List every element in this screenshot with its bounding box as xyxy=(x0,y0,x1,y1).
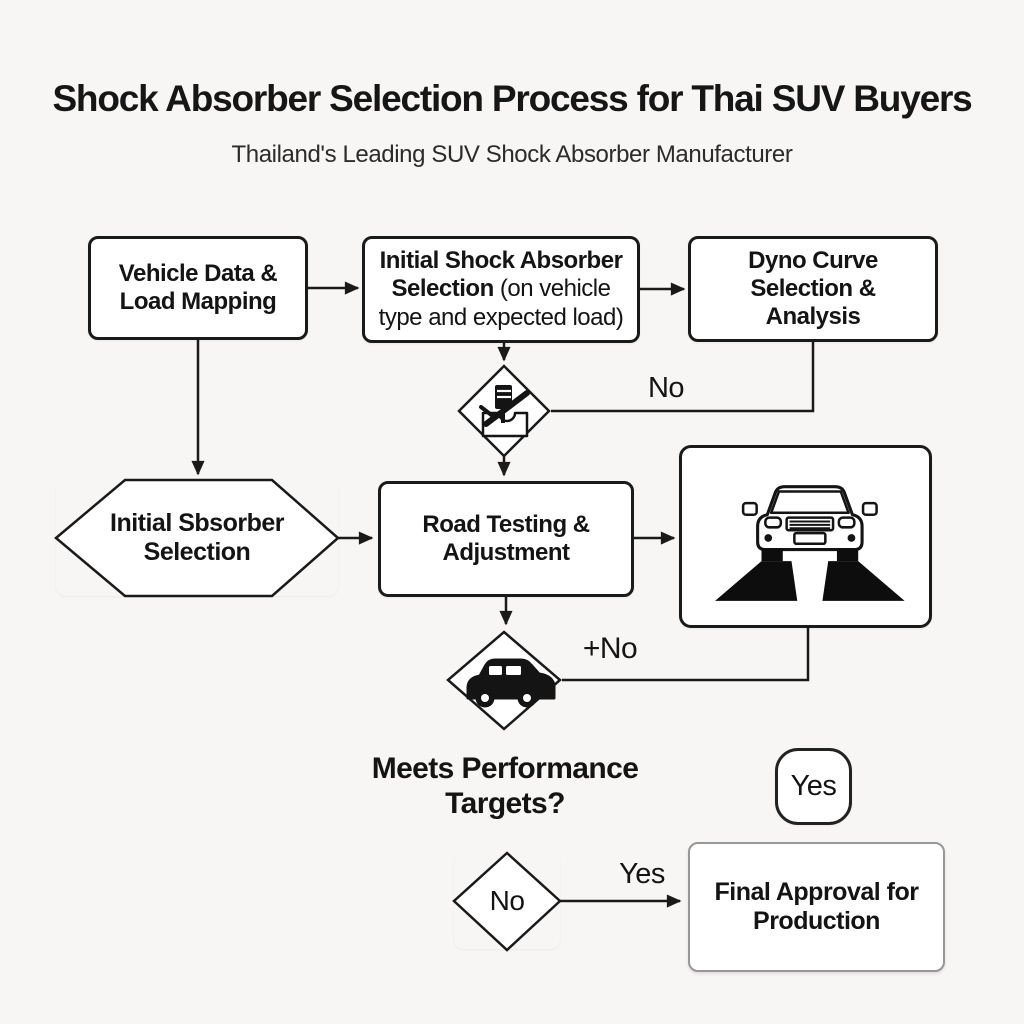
edge-image-to-decision2-no xyxy=(562,628,810,682)
decision-no-label: No xyxy=(454,853,560,949)
node-final-approval: Final Approval for Production xyxy=(688,842,945,972)
suv-side-icon xyxy=(466,658,556,708)
node-vehicle-data-label: Vehicle Data & Load Mapping xyxy=(118,259,278,315)
edge-label-no-dyno: No xyxy=(647,372,685,404)
hexagon-initial-absorber xyxy=(54,478,340,598)
suv-front-road-icon xyxy=(715,485,905,601)
decision-diamond-no xyxy=(452,851,562,952)
node-road-testing-label: Road Testing & Adjustment xyxy=(422,510,590,566)
page-title: Shock Absorber Selection Process for Tha… xyxy=(52,78,972,119)
edge-label-plus-no: +No xyxy=(582,632,638,665)
node-road-test-image xyxy=(679,445,932,628)
flow-connectors xyxy=(191,281,815,908)
node-vehicle-data: Vehicle Data & Load Mapping xyxy=(88,236,308,340)
page-subtitle: Thailand's Leading SUV Shock Absorber Ma… xyxy=(231,141,793,168)
shock-absorber-icon xyxy=(479,385,530,438)
node-initial-shock-selection-label: Initial Shock Absorber Selection (on veh… xyxy=(378,247,624,331)
decision-diamond-shock xyxy=(457,364,551,458)
hexagon-label: Initial Sbsorber Selection xyxy=(56,480,338,596)
node-dyno-curve: Dyno Curve Selection & Analysis xyxy=(688,236,938,342)
performance-question-label: Meets Performance Targets? xyxy=(371,752,639,820)
edge-label-yes-final: Yes xyxy=(619,858,665,890)
node-initial-shock-selection: Initial Shock Absorber Selection (on veh… xyxy=(362,236,640,343)
node-road-testing: Road Testing & Adjustment xyxy=(378,481,634,597)
node-final-approval-label: Final Approval for Production xyxy=(714,877,919,936)
yes-badge: Yes xyxy=(775,748,852,825)
edge-dyno-to-decision1-no xyxy=(551,342,815,413)
decision-diamond-suv xyxy=(446,630,562,731)
node-dyno-curve-label: Dyno Curve Selection & Analysis xyxy=(748,246,878,331)
